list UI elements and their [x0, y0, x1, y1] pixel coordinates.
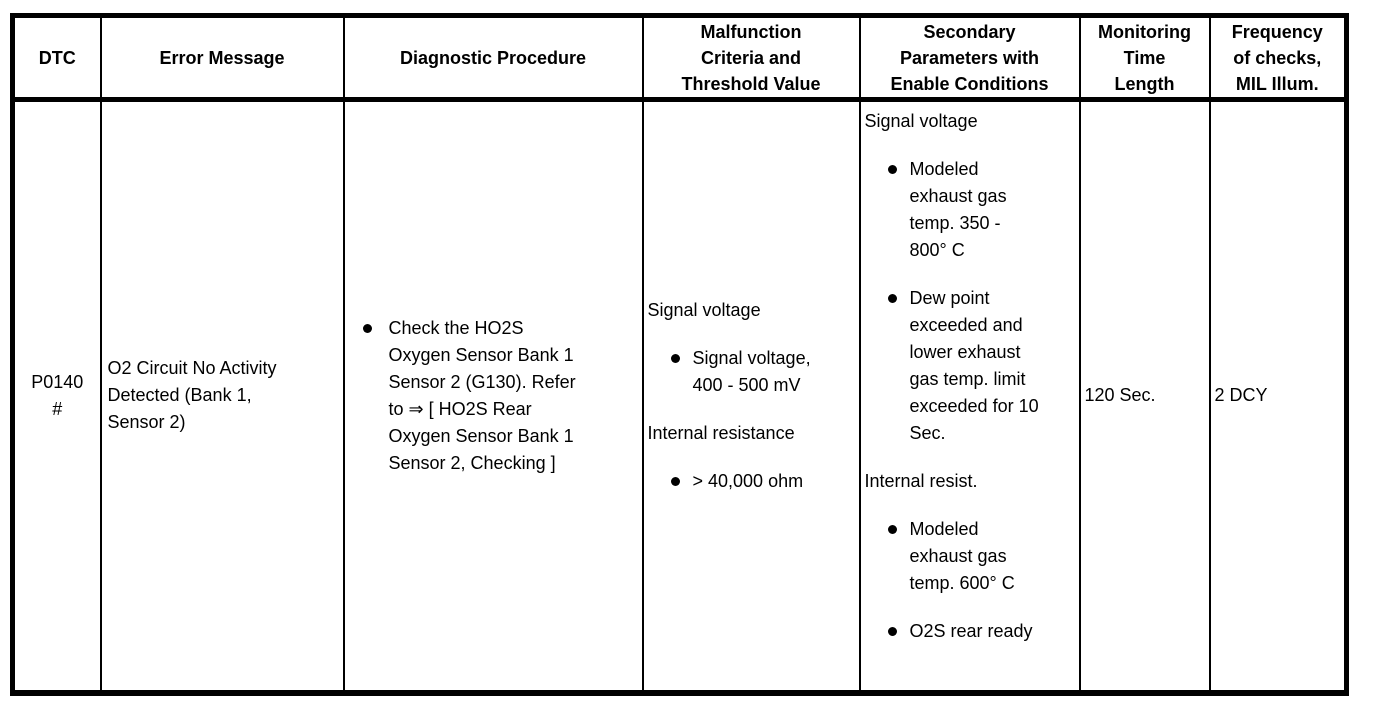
dtc-table: DTC Error Message Diagnostic Procedure M…: [10, 13, 1349, 696]
cell-malfunction-criteria: Signal voltage Signal voltage, 400 - 500…: [641, 98, 861, 694]
header-monitoring-time: Monitoring Time Length: [1078, 14, 1211, 102]
header-diagnostic-procedure: Diagnostic Procedure: [342, 14, 644, 102]
cell-dtc: P0140 #: [11, 98, 102, 694]
bullet-icon: [887, 525, 897, 534]
malfunction-list-item: > 40,000 ohm: [648, 468, 855, 495]
header-row: DTC Error Message Diagnostic Procedure M…: [11, 14, 1348, 102]
bullet-icon: [887, 627, 897, 636]
bullet-icon: [887, 165, 897, 174]
malfunction-list-item: Signal voltage, 400 - 500 mV: [648, 345, 855, 399]
cell-error-message: O2 Circuit No Activity Detected (Bank 1,…: [99, 98, 345, 694]
cell-monitoring-time: 120 Sec.: [1078, 98, 1211, 694]
secondary-section-label: Internal resist.: [864, 471, 978, 491]
header-secondary-parameters: Secondary Parameters with Enable Conditi…: [858, 14, 1081, 102]
error-message-text: O2 Circuit No Activity Detected (Bank 1,…: [107, 358, 277, 433]
frequency-value: 2 DCY: [1214, 385, 1268, 406]
monitoring-time-value: 120 Sec.: [1084, 385, 1156, 406]
cell-secondary-parameters: Signal voltage Modeled exhaust gas temp.…: [858, 98, 1081, 694]
header-frequency: Frequency of checks, MIL Illum.: [1208, 14, 1348, 102]
cell-diagnostic-procedure: Check the HO2S Oxygen Sensor Bank 1 Sens…: [342, 98, 644, 694]
diagnostic-step-text: Check the HO2S Oxygen Sensor Bank 1 Sens…: [388, 317, 576, 473]
malfunction-section-label: Internal resistance: [647, 422, 795, 443]
secondary-item-text: Modeled exhaust gas temp. 350 - 800° C: [909, 159, 1007, 260]
diagnostic-list-item: Check the HO2S Oxygen Sensor Bank 1 Sens…: [349, 315, 638, 477]
bullet-icon: [362, 323, 372, 333]
cell-frequency: 2 DCY: [1208, 98, 1348, 694]
secondary-item-text: Modeled exhaust gas temp. 600° C: [909, 519, 1015, 593]
dtc-code: P0140 #: [31, 371, 84, 419]
header-error-message: Error Message: [99, 14, 345, 102]
header-dtc: DTC: [11, 14, 102, 102]
header-malfunction-criteria: Malfunction Criteria and Threshold Value: [641, 14, 861, 102]
malfunction-section-label: Signal voltage: [647, 299, 761, 320]
bullet-icon: [887, 294, 897, 303]
secondary-item-text: Dew point exceeded and lower exhaust gas…: [909, 288, 1039, 443]
secondary-list-item: Modeled exhaust gas temp. 350 - 800° C: [865, 156, 1075, 264]
bullet-icon: [670, 476, 680, 486]
secondary-list-item: Dew point exceeded and lower exhaust gas…: [865, 285, 1075, 447]
bullet-icon: [670, 353, 680, 363]
secondary-item-text: O2S rear ready: [909, 621, 1033, 641]
secondary-list-item: O2S rear ready: [865, 618, 1075, 645]
secondary-section-label: Signal voltage: [864, 111, 978, 131]
malfunction-item-text: > 40,000 ohm: [692, 470, 804, 491]
table-row: P0140 # O2 Circuit No Activity Detected …: [11, 98, 1348, 694]
malfunction-item-text: Signal voltage, 400 - 500 mV: [692, 347, 811, 395]
secondary-list-item: Modeled exhaust gas temp. 600° C: [865, 516, 1075, 597]
